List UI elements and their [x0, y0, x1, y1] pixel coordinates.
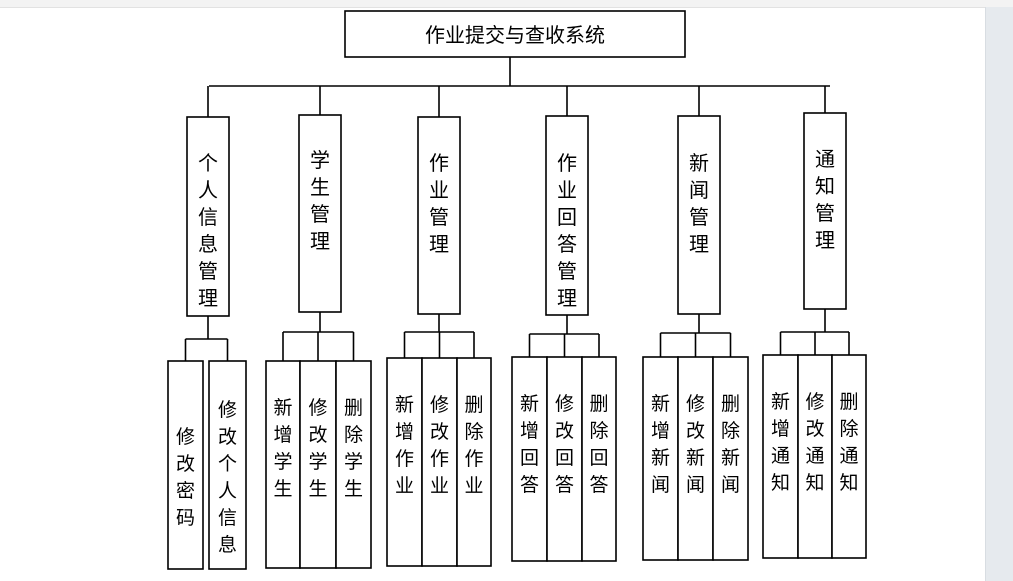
- leaf-label: 修改学生: [308, 397, 327, 500]
- module-label: 学生管理: [310, 148, 330, 253]
- leaf-label: 删除回答: [589, 393, 608, 496]
- leaf-label: 修改作业: [430, 394, 449, 497]
- leaf-box: [208, 360, 247, 570]
- leaf-label: 修改密码: [176, 426, 195, 529]
- leaf-label: 修改通知: [805, 391, 824, 494]
- leaf-box: [511, 356, 548, 562]
- module-box: [545, 115, 589, 316]
- module-label: 通知管理: [815, 147, 835, 252]
- leaf-box: [677, 356, 714, 561]
- right-side-pane: [985, 7, 1013, 581]
- leaf-box: [546, 356, 583, 562]
- module-box: [417, 116, 461, 315]
- leaf-label: 新增作业: [395, 394, 414, 497]
- module-label: 作业管理: [429, 151, 449, 256]
- module-label: 个人信息管理: [198, 151, 218, 310]
- leaf-label: 修改回答: [555, 393, 574, 496]
- module-box: [186, 116, 230, 317]
- leaf-box: [642, 356, 679, 561]
- module-label: 作业回答管理: [557, 151, 577, 310]
- leaf-box: [712, 356, 749, 561]
- leaf-box: [299, 360, 337, 569]
- module-label: 新闻管理: [689, 151, 709, 256]
- leaf-box: [265, 360, 301, 569]
- leaf-label: 新增新闻: [651, 393, 670, 496]
- leaf-label: 新增通知: [771, 391, 790, 494]
- leaf-label: 新增回答: [520, 393, 539, 496]
- root-box: [344, 10, 686, 58]
- leaf-box: [456, 357, 492, 567]
- leaf-label: 修改新闻: [686, 393, 705, 496]
- leaf-box: [335, 360, 372, 569]
- root-title: 作业提交与查收系统: [425, 23, 605, 47]
- leaf-box: [421, 357, 458, 567]
- leaf-label: 删除新闻: [721, 393, 740, 496]
- leaf-box: [831, 354, 867, 559]
- leaf-box: [167, 360, 204, 570]
- leaf-box: [581, 356, 617, 562]
- leaf-label: 删除通知: [839, 391, 858, 494]
- leaf-label: 修改个人信息: [218, 399, 237, 556]
- module-box: [803, 112, 847, 310]
- leaf-label: 新增学生: [273, 397, 292, 500]
- window-top-strip: [0, 0, 1013, 8]
- leaf-label: 删除学生: [344, 397, 363, 500]
- leaf-label: 删除作业: [464, 394, 483, 497]
